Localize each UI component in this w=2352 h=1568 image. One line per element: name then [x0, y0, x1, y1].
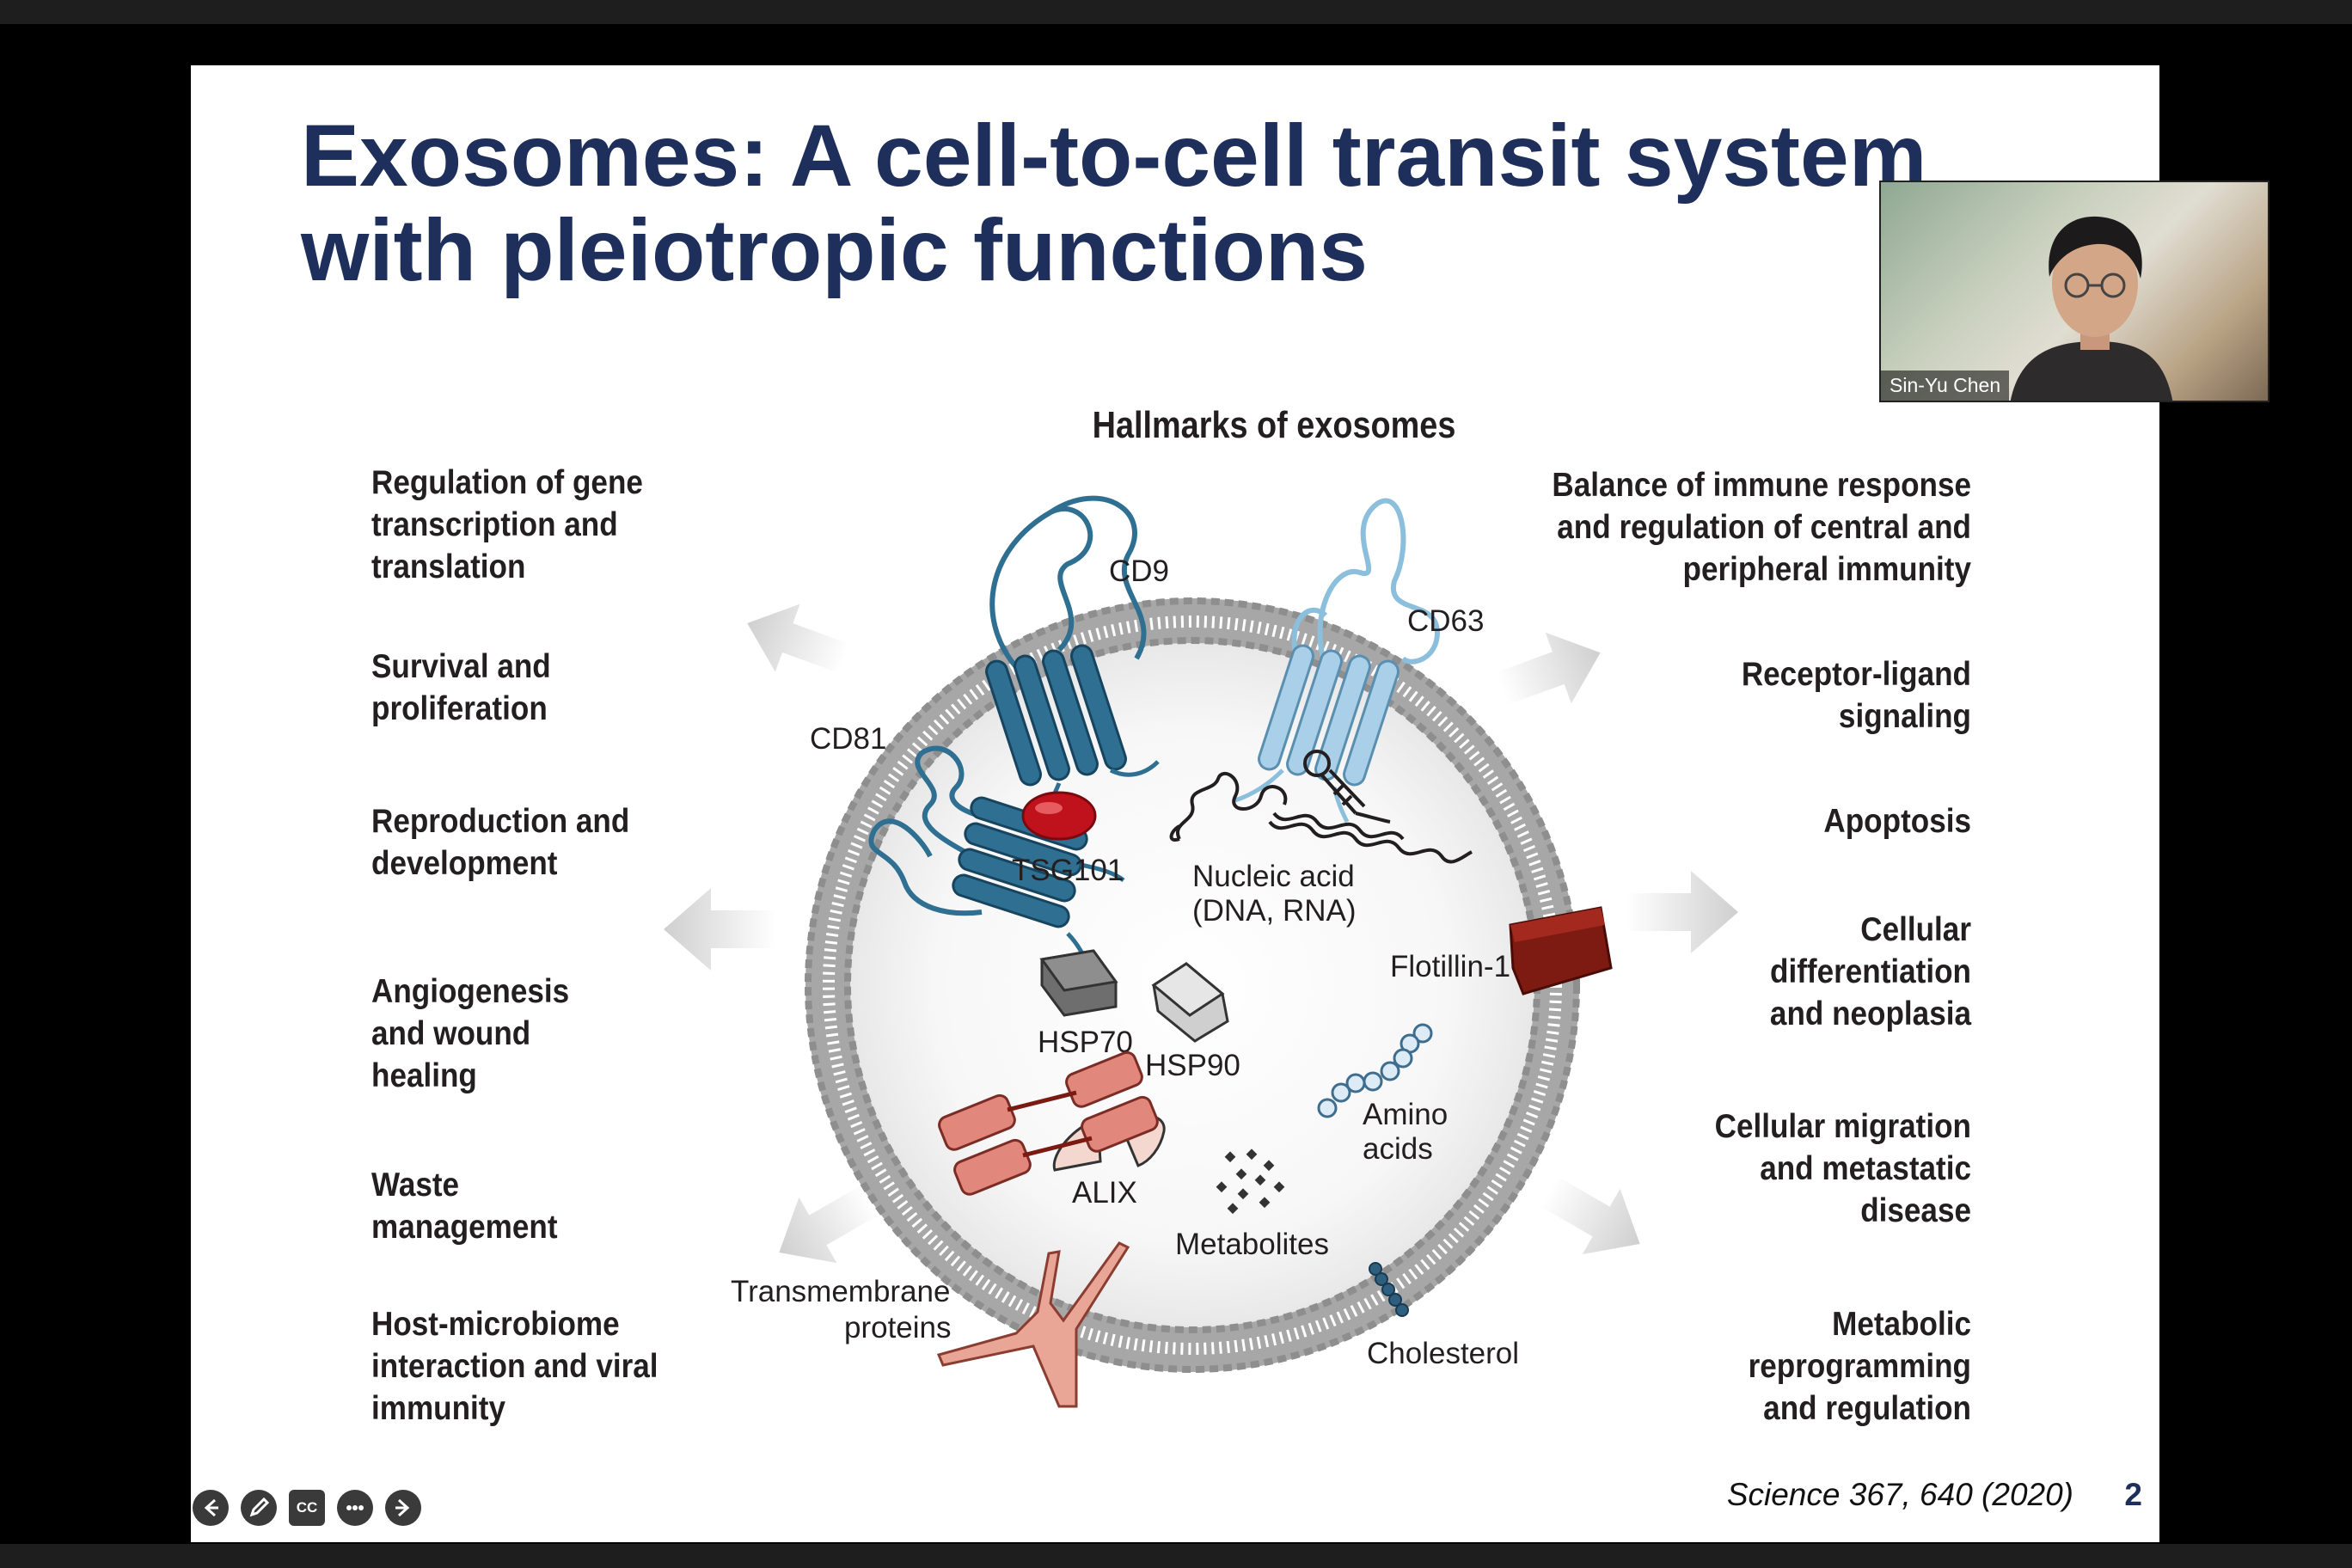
cd9-label: CD9 — [1109, 554, 1169, 588]
function-label: Waste management — [371, 1167, 558, 1246]
arrow-right — [1626, 871, 1738, 953]
hsp70-protein: HSP70 — [1038, 949, 1133, 1059]
arrow-left — [664, 888, 775, 971]
nucleic-acid-label-1: Nucleic acid — [1192, 860, 1355, 893]
transmembrane-protein: Transmembrane proteins — [731, 1241, 1130, 1408]
tsg101-label: TSG101 — [1012, 854, 1124, 887]
meeting-bottom-bar — [0, 1544, 2352, 1568]
previous-slide-button[interactable] — [193, 1490, 229, 1526]
hsp90-label: HSP90 — [1145, 1049, 1240, 1082]
function-label: Receptor-ligand signaling — [1741, 656, 1971, 735]
citation: Science 367, 640 (2020) — [1726, 1477, 2073, 1512]
transmembrane-label-2: proteins — [844, 1311, 952, 1344]
arrow-down-right — [1540, 1176, 1640, 1255]
metabolites-label: Metabolites — [1175, 1228, 1329, 1261]
function-label: Angiogenesis and wound healing — [371, 973, 570, 1094]
function-label: Apoptosis — [1823, 803, 1971, 840]
amino-acids-label-2: acids — [1363, 1132, 1433, 1166]
meeting-top-bar — [0, 0, 2352, 24]
participant-name: Sin-Yu Chen — [1881, 371, 2010, 401]
cd81-label: CD81 — [810, 722, 886, 756]
pen-icon — [249, 1497, 270, 1517]
pen-button[interactable] — [241, 1490, 277, 1526]
slide-controls: CC — [191, 1489, 421, 1527]
arrow-down-left — [779, 1185, 879, 1264]
arrow-left-icon — [204, 1498, 218, 1517]
cd9-protein: CD9 — [985, 495, 1169, 824]
amino-acids: Amino acids — [1317, 1023, 1448, 1166]
title-line-2: with pleiotropic functions — [301, 201, 1368, 299]
arrow-up-left — [747, 603, 850, 673]
nucleic-acid-label-2: (DNA, RNA) — [1192, 894, 1357, 928]
function-label: Reproduction and development — [371, 803, 630, 882]
transmembrane-label-1: Transmembrane — [731, 1275, 950, 1308]
captions-button[interactable]: CC — [289, 1490, 325, 1526]
participant-video-tile[interactable]: Sin-Yu Chen — [1879, 181, 2269, 402]
figure-title: Hallmarks of exosomes — [1092, 404, 1456, 446]
amino-acids-label-1: Amino — [1363, 1098, 1448, 1131]
function-label: Host-microbiome interaction and viral im… — [371, 1306, 658, 1427]
nucleic-acid: Nucleic acid (DNA, RNA) — [1169, 750, 1473, 928]
exosome-diagram: CD9 CD63 CD81 — [664, 495, 1738, 1408]
metabolites: Metabolites — [1175, 1148, 1329, 1261]
membrane-outer-heads — [805, 597, 1580, 1373]
cc-icon: CC — [296, 1499, 318, 1516]
cholesterol: Cholesterol — [1367, 1262, 1519, 1370]
tsg101-protein: TSG101 — [1012, 791, 1124, 887]
participant-avatar — [2010, 216, 2173, 401]
alix-label: ALIX — [1072, 1176, 1137, 1210]
page-number: 2 — [2124, 1477, 2142, 1512]
function-label: Cellular differentiation and neoplasia — [1769, 911, 1971, 1032]
arrow-right-icon — [395, 1498, 410, 1517]
membrane-complex — [938, 1050, 1159, 1196]
function-label: Balance of immune response and regulatio… — [1552, 467, 1971, 588]
function-label: Metabolic reprogramming and regulation — [1748, 1306, 1971, 1427]
arrow-up-right — [1496, 632, 1601, 705]
flotillin-protein: Flotillin-1 — [1390, 906, 1613, 995]
hsp70-label: HSP70 — [1038, 1026, 1133, 1059]
hsp90-protein: HSP90 — [1145, 962, 1240, 1082]
cholesterol-label: Cholesterol — [1367, 1337, 1519, 1370]
cd63-protein: CD63 — [1234, 498, 1484, 824]
next-slide-button[interactable] — [385, 1490, 421, 1526]
more-icon — [346, 1505, 364, 1510]
more-options-button[interactable] — [337, 1490, 373, 1526]
function-label: Survival and proliferation — [371, 648, 551, 727]
function-label: Cellular migration and metastatic diseas… — [1714, 1108, 1971, 1229]
flotillin-label: Flotillin-1 — [1390, 950, 1510, 983]
radial-arrows — [664, 603, 1738, 1264]
title-line-1: Exosomes: A cell-to-cell transit system — [301, 107, 1927, 205]
cd63-label: CD63 — [1407, 604, 1484, 638]
function-label: Regulation of gene transcription and tra… — [371, 464, 643, 585]
